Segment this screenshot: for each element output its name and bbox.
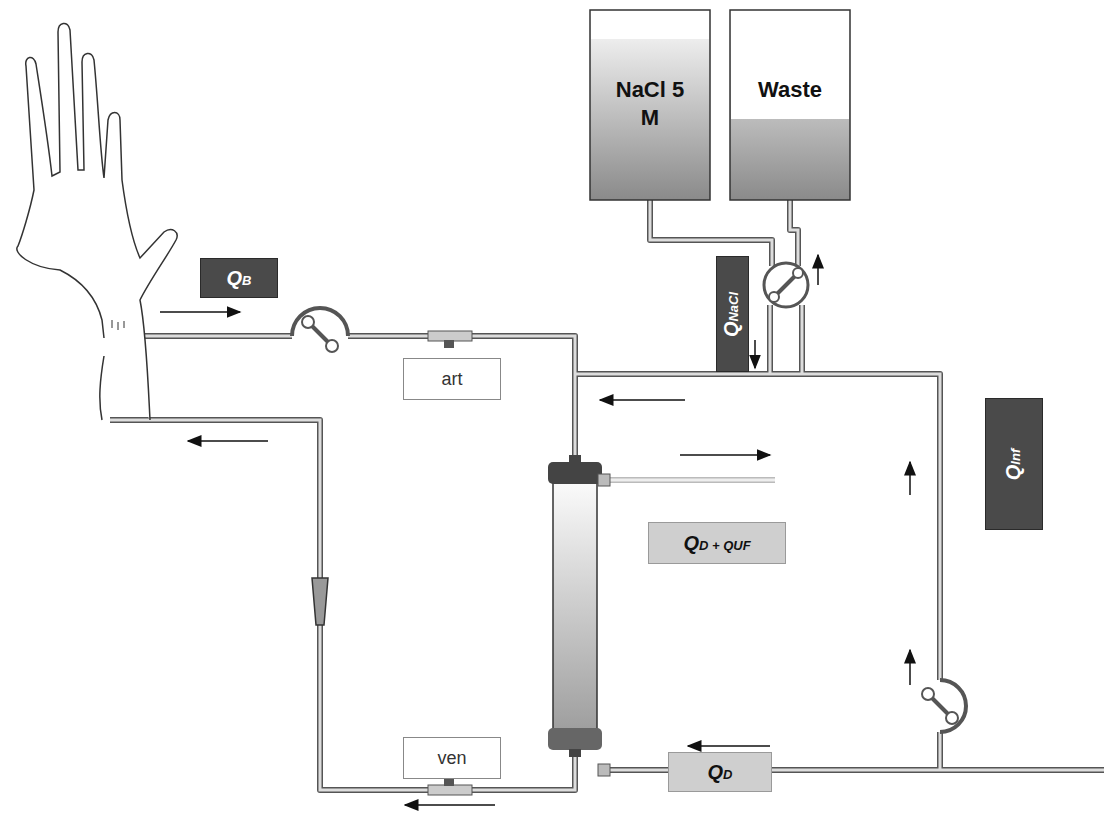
flow-label: QD + QUF [648, 522, 786, 564]
flow-label: QB [200, 258, 278, 298]
node-text: QInf [1002, 448, 1025, 479]
node-text: QD [708, 761, 733, 784]
node-text: NaCl 5 M [605, 76, 695, 131]
reservoir-tank: Waste [730, 10, 850, 200]
node-text: ven [437, 748, 466, 769]
flow-label: QD [668, 752, 772, 792]
flow-label: QInf [985, 398, 1043, 530]
node-text: QD + QUF [683, 532, 750, 555]
node-text: Waste [758, 76, 822, 104]
node-text: QB [227, 267, 252, 290]
node-text: QNaCl [721, 291, 744, 336]
flow-label: QNaCl [716, 256, 749, 372]
sensor-label: art [403, 358, 501, 400]
node-text: art [441, 369, 462, 390]
reservoir-tank: NaCl 5 M [590, 10, 710, 200]
sensor-label: ven [403, 737, 501, 779]
